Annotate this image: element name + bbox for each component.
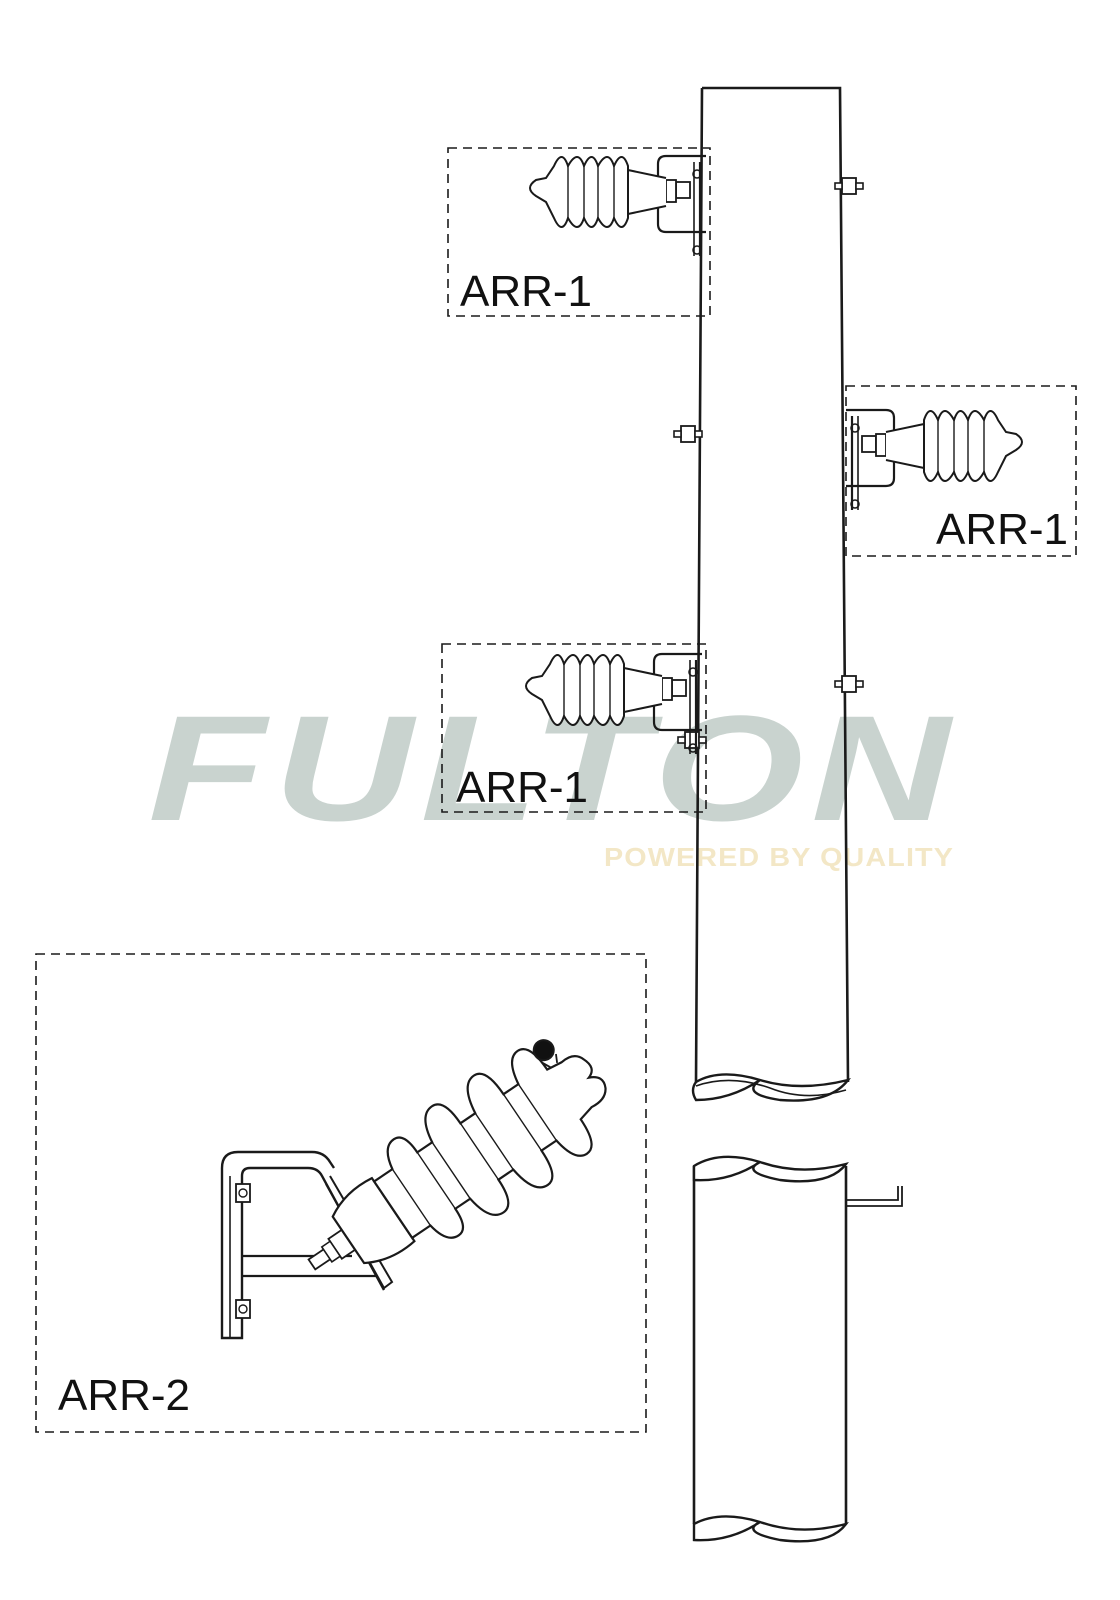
surge-arrester-icon (528, 154, 708, 258)
callout-label: ARR-2 (58, 1371, 190, 1420)
callout-arr1-top-left: ARR-1 (447, 147, 711, 317)
pole-lower-section (692, 1155, 903, 1543)
arr2-arrester (307, 1039, 607, 1271)
bolt-icon (673, 425, 703, 443)
callout-label: ARR-1 (460, 267, 592, 316)
watermark-tagline: POWERED BY QUALITY (604, 842, 954, 872)
callout-label: ARR-1 (456, 763, 588, 812)
callout-arr1-mid-left: ARR-1 (441, 643, 707, 813)
bolt-icon (834, 177, 864, 195)
callout-arr2-detail: ARR-2 (35, 953, 647, 1433)
pole-upper-section (691, 86, 851, 1102)
surge-arrester-icon (844, 408, 1024, 512)
pole-bolts (673, 177, 864, 749)
callout-arr1-right: ARR-1 (844, 385, 1077, 557)
callout-label: ARR-1 (936, 505, 1068, 554)
